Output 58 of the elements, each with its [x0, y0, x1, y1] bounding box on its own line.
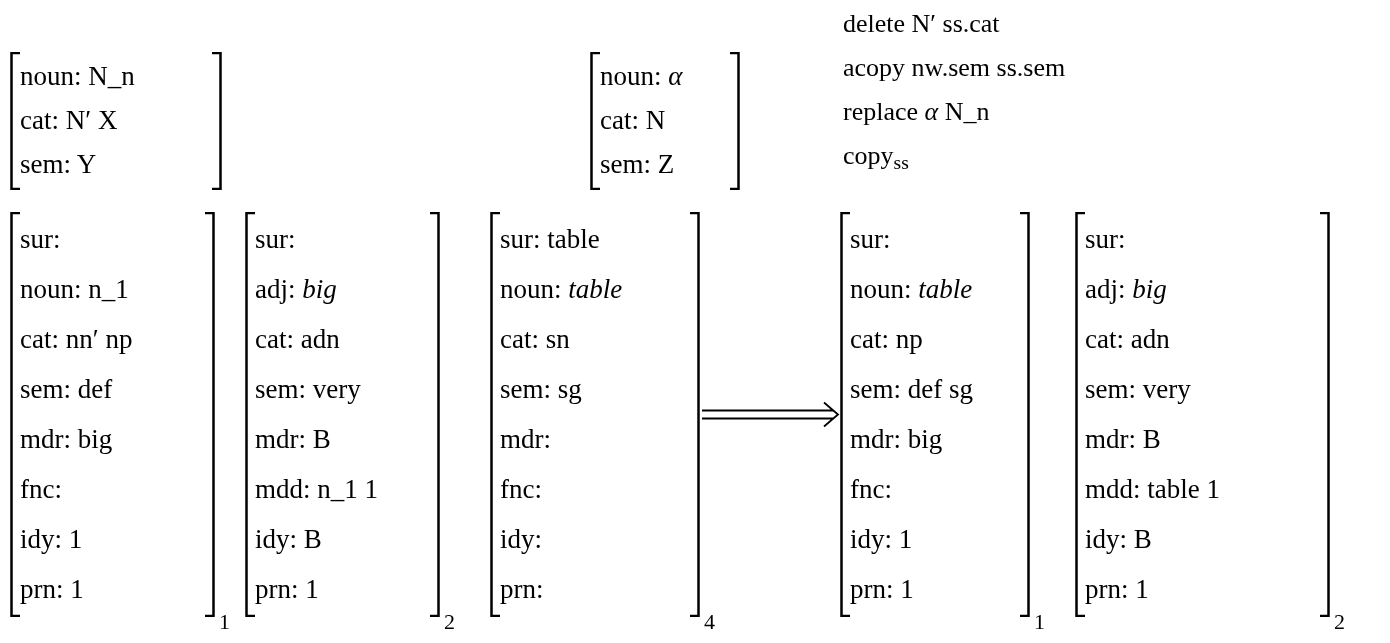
feature-line: sur:	[20, 223, 61, 256]
subscript-index: 1	[219, 611, 230, 633]
feature-line: noun: α	[600, 60, 683, 93]
feature-line: cat: nn′ np	[20, 323, 133, 356]
feature-matrix	[10, 52, 222, 190]
feature-line: sem: def	[20, 373, 113, 406]
feature-line: cat: adn	[1085, 323, 1170, 356]
feature-line: prn: 1	[20, 573, 84, 606]
feature-line: sem: Y	[20, 148, 97, 181]
double-arrow	[701, 401, 840, 428]
feature-line: prn: 1	[255, 573, 319, 606]
feature-line: prn:	[500, 573, 544, 606]
feature-line: sur:	[850, 223, 891, 256]
feature-line: idy: 1	[20, 523, 83, 556]
feature-line: fnc:	[500, 473, 542, 506]
feature-line: prn: 1	[850, 573, 914, 606]
operation-text: copy$_{ss}$	[843, 140, 909, 175]
feature-line: adj: big	[255, 273, 337, 306]
operation-text: replace α N_n	[843, 96, 990, 128]
feature-line: mdd: n_1 1	[255, 473, 378, 506]
feature-line: mdr: big	[20, 423, 113, 456]
feature-line: fnc:	[850, 473, 892, 506]
operation-text: delete N′ ss.cat	[843, 8, 1000, 40]
feature-line: idy: 1	[850, 523, 913, 556]
feature-line: mdd: table 1	[1085, 473, 1220, 506]
operation-text: acopy nw.sem ss.sem	[843, 52, 1066, 84]
feature-line: cat: sn	[500, 323, 570, 356]
feature-line: sem: def sg	[850, 373, 973, 406]
feature-line: mdr: big	[850, 423, 943, 456]
feature-line: mdr: B	[255, 423, 331, 456]
feature-line: sur: table	[500, 223, 600, 256]
feature-line: sem: Z	[600, 148, 675, 181]
feature-line: idy: B	[255, 523, 322, 556]
feature-line: sur:	[1085, 223, 1126, 256]
feature-line: fnc:	[20, 473, 62, 506]
feature-line: idy: B	[1085, 523, 1152, 556]
feature-line: noun: table	[500, 273, 623, 306]
feature-line: adj: big	[1085, 273, 1167, 306]
subscript-index: 2	[1334, 611, 1345, 633]
feature-line: cat: np	[850, 323, 923, 356]
feature-matrix	[590, 52, 740, 190]
feature-line: cat: adn	[255, 323, 340, 356]
feature-line: mdr: B	[1085, 423, 1161, 456]
feature-line: noun: table	[850, 273, 973, 306]
feature-line: sur:	[255, 223, 296, 256]
feature-line: prn: 1	[1085, 573, 1149, 606]
feature-line: sem: sg	[500, 373, 582, 406]
feature-line: noun: n_1	[20, 273, 129, 306]
feature-line: sem: very	[255, 373, 361, 406]
feature-line: sem: very	[1085, 373, 1191, 406]
subscript-index: 4	[704, 611, 715, 633]
feature-line: noun: N_n	[20, 60, 135, 93]
subscript-index: 2	[444, 611, 455, 633]
feature-line: cat: N	[600, 104, 666, 137]
feature-line: idy:	[500, 523, 542, 556]
subscript-index: 1	[1034, 611, 1045, 633]
feature-line: cat: N′ X	[20, 104, 118, 137]
feature-line: mdr:	[500, 423, 551, 456]
